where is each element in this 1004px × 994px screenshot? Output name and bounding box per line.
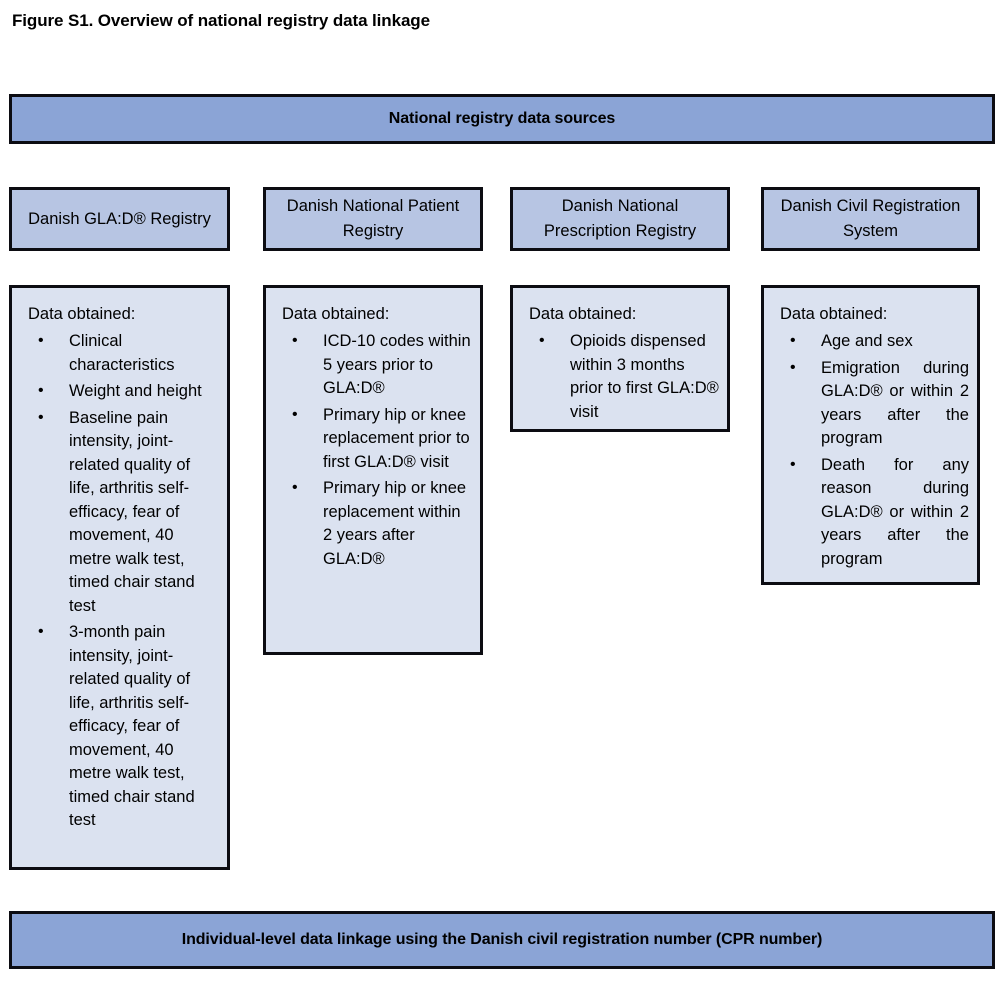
column-danish-national-patient-registry: Danish National Patient Registry bbox=[263, 187, 483, 251]
data-items-list: Age and sex Emigration during GLA:D® or … bbox=[778, 329, 969, 572]
data-items-list: ICD-10 codes within 5 years prior to GLA… bbox=[280, 329, 472, 571]
data-obtained-label: Data obtained: bbox=[282, 305, 390, 323]
data-box-danish-glad-registry: Data obtained: Clinical characteristics … bbox=[9, 285, 230, 870]
list-item: Opioids dispensed within 3 months prior … bbox=[527, 329, 719, 424]
registry-header-danish-national-prescription-registry: Danish National Prescription Registry bbox=[510, 187, 730, 251]
data-box-danish-national-patient-registry: Data obtained: ICD-10 codes within 5 yea… bbox=[263, 285, 483, 655]
list-item: Clinical characteristics bbox=[26, 329, 219, 377]
data-box-danish-civil-registration-system: Data obtained: Age and sex Emigration du… bbox=[761, 285, 980, 585]
registry-header-danish-glad-registry: Danish GLA:D® Registry bbox=[9, 187, 230, 251]
data-obtained-label: Data obtained: bbox=[28, 305, 136, 323]
column-danish-civil-registration-system: Danish Civil Registration System bbox=[761, 187, 980, 251]
data-items-list: Opioids dispensed within 3 months prior … bbox=[527, 329, 719, 424]
top-band-label: National registry data sources bbox=[388, 110, 616, 127]
data-box-danish-national-prescription-registry: Data obtained: Opioids dispensed within … bbox=[510, 285, 730, 432]
bottom-band-individual-level-data-linkage: Individual-level data linkage using the … bbox=[9, 911, 995, 969]
list-item: Age and sex bbox=[778, 329, 969, 354]
list-item: 3-month pain intensity, joint-related qu… bbox=[26, 620, 219, 833]
registry-header-danish-national-patient-registry: Danish National Patient Registry bbox=[263, 187, 483, 251]
data-obtained-label: Data obtained: bbox=[529, 305, 637, 323]
list-item: Weight and height bbox=[26, 379, 219, 404]
column-danish-national-prescription-registry: Danish National Prescription Registry bbox=[510, 187, 730, 251]
top-band-national-registry-data-sources: National registry data sources bbox=[9, 94, 995, 144]
list-item: Death for any reason during GLA:D® or wi… bbox=[778, 453, 969, 572]
registry-header-danish-civil-registration-system: Danish Civil Registration System bbox=[761, 187, 980, 251]
list-item: Primary hip or knee replacement prior to… bbox=[280, 403, 472, 475]
list-item: Emigration during GLA:D® or within 2 yea… bbox=[778, 356, 969, 451]
list-item: ICD-10 codes within 5 years prior to GLA… bbox=[280, 329, 472, 401]
bottom-band-label: Individual-level data linkage using the … bbox=[181, 931, 823, 948]
list-item: Baseline pain intensity, joint-related q… bbox=[26, 406, 219, 619]
data-obtained-label: Data obtained: bbox=[780, 305, 888, 323]
data-items-list: Clinical characteristics Weight and heig… bbox=[26, 329, 219, 833]
list-item: Primary hip or knee replacement within 2… bbox=[280, 476, 472, 571]
column-danish-glad-registry: Danish GLA:D® Registry bbox=[9, 187, 230, 251]
page-title: Figure S1. Overview of national registry… bbox=[12, 11, 430, 30]
